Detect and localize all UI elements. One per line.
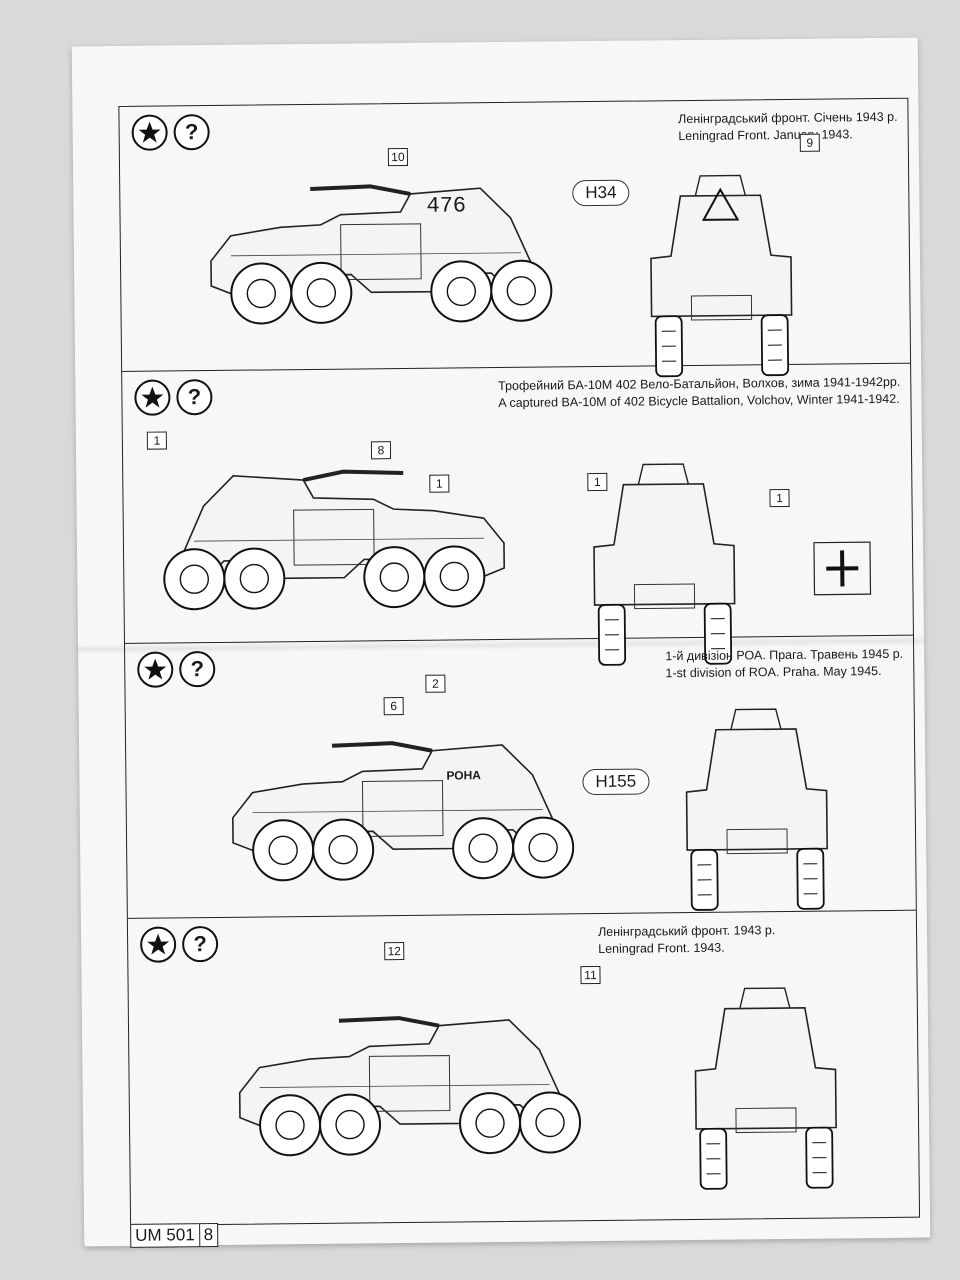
caption-ukrainian: Ленінградський фронт. Січень 1943 р. xyxy=(678,109,898,127)
caption-ukrainian: Ленінградський фронт. 1943 р. xyxy=(597,923,776,939)
caption-english: Leningrad Front. 1943. xyxy=(598,940,725,956)
decal-callout: 12 xyxy=(384,942,405,961)
front-view-drawing xyxy=(693,986,838,1190)
scheme-caption: Ленінградський фронт. 1943 р. Leningrad … xyxy=(598,922,776,958)
scheme-icons: ? xyxy=(137,650,216,688)
scheme-caption: 1-й дивізіон РОА. Прага. Травень 1945 р.… xyxy=(665,646,903,682)
question-mark-icon: ? xyxy=(173,114,210,151)
scheme-panel-3: ? 1-й дивізіон РОА. Прага. Травень 1945 … xyxy=(124,635,916,919)
scheme-icons: ? xyxy=(131,114,210,151)
scheme-caption: Ленінградський фронт. Січень 1943 р. Len… xyxy=(678,109,898,145)
star-in-circle-icon xyxy=(137,651,174,688)
decal-callout: 8 xyxy=(370,441,392,460)
side-view-drawing xyxy=(143,448,525,622)
scheme-panel-4: ? Ленінградський фронт. 1943 р. Leningra… xyxy=(128,911,919,1227)
decal-callout: 9 xyxy=(799,133,820,152)
front-view-drawing xyxy=(684,707,829,911)
side-view-drawing xyxy=(219,994,601,1168)
decal-callout: 2 xyxy=(425,674,446,693)
page-number: 8 xyxy=(198,1224,218,1247)
caption-english: A captured BA-10M of 402 Bicycle Battali… xyxy=(498,391,900,411)
decal-frame: ? Ленінградський фронт. Січень 1943 р. L… xyxy=(118,97,921,1227)
caption-english: Leningrad Front. January 1943. xyxy=(678,127,853,144)
kit-code: UM 501 xyxy=(135,1225,195,1245)
registration-plate: H34 xyxy=(572,179,630,207)
star-in-circle-icon xyxy=(139,926,177,963)
scheme-panel-1: ? Ленінградський фронт. Січень 1943 р. L… xyxy=(119,98,911,378)
question-mark-icon: ? xyxy=(176,379,213,416)
caption-english: 1-st division of ROA. Praha. May 1945. xyxy=(665,664,882,681)
decal-callout: 1 xyxy=(429,474,450,493)
decal-callout: 1 xyxy=(587,472,608,492)
turret-marking: РОНА xyxy=(446,768,481,783)
star-in-circle-icon xyxy=(134,379,171,416)
scheme-panel-2: ? Трофейний БА-10М 402 Вело-Батальйон, В… xyxy=(122,363,913,666)
instruction-sheet: ? Ленінградський фронт. Січень 1943 р. L… xyxy=(71,37,931,1248)
question-mark-icon: ? xyxy=(179,650,216,688)
side-view-drawing xyxy=(212,719,594,893)
decal-callout: 1 xyxy=(146,431,167,450)
decal-callout: 11 xyxy=(580,965,601,985)
scheme-icons: ? xyxy=(134,379,213,416)
decal-callout: 10 xyxy=(387,147,409,167)
turret-number: 476 xyxy=(426,193,467,219)
scheme-icons: ? xyxy=(139,925,219,963)
question-mark-icon: ? xyxy=(181,925,219,963)
decal-callout: 1 xyxy=(769,488,790,508)
scheme-caption: Трофейний БА-10М 402 Вело-Батальйон, Вол… xyxy=(498,374,901,412)
registration-plate: H155 xyxy=(582,768,650,796)
side-view-drawing xyxy=(190,162,572,336)
page-footer: UM 501 8 xyxy=(130,1222,219,1248)
star-in-circle-icon xyxy=(131,114,168,151)
decal-callout: 6 xyxy=(383,697,404,716)
triangle-marking-icon xyxy=(701,187,740,221)
balkenkreuz-decal-icon xyxy=(813,541,872,596)
